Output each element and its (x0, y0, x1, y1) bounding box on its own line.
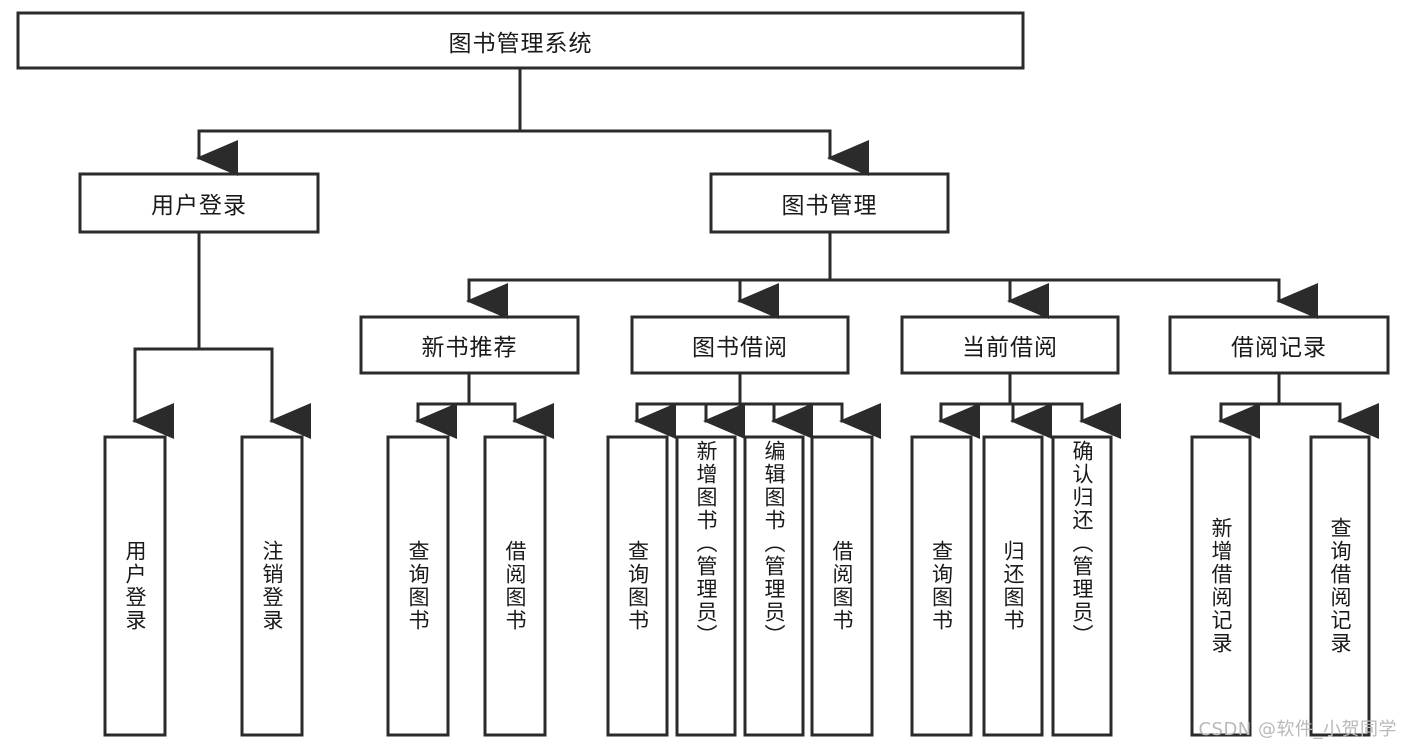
leaf-box-confirm-return-admin[interactable] (1051, 435, 1113, 737)
node-borrow-record[interactable] (1168, 315, 1390, 375)
leaf-box-edit-book-admin[interactable] (743, 435, 805, 737)
leaf-box-logout[interactable] (240, 435, 304, 737)
node-book-borrow-box[interactable] (630, 315, 850, 375)
leaf-box-add-book-admin[interactable] (675, 435, 737, 737)
node-book-borrow[interactable] (630, 315, 850, 375)
node-new-book-recommend-box[interactable] (359, 315, 580, 375)
leaf-box-user-login[interactable] (103, 435, 167, 737)
connector-root-to-level2 (196, 66, 869, 176)
leaf-box-borrow-book[interactable] (810, 435, 874, 737)
connector-current-to-leaves (938, 371, 1121, 439)
node-borrow-record-box[interactable] (1168, 315, 1390, 375)
leaf-box-query-book-recommend[interactable] (386, 435, 450, 737)
connector-userlogin-to-leaves (132, 230, 311, 439)
node-user-login-box[interactable] (78, 172, 320, 234)
node-book-management-box[interactable] (709, 172, 950, 234)
node-root-box[interactable] (16, 11, 1025, 70)
node-current-borrow-box[interactable] (900, 315, 1120, 375)
connector-borrow-to-leaves (634, 371, 881, 439)
leaf-box-query-book-borrow[interactable] (606, 435, 669, 737)
leaf-box-query-borrow-record[interactable] (1309, 435, 1371, 737)
connector-recommend-to-leaves (415, 371, 554, 439)
node-new-book-recommend[interactable] (359, 315, 580, 375)
leaf-box-add-borrow-record[interactable] (1190, 435, 1252, 737)
leaf-box-query-book-current[interactable] (910, 435, 973, 737)
node-book-management[interactable] (709, 172, 950, 234)
connector-bookmgmt-to-level3 (466, 230, 1318, 319)
node-root[interactable] (16, 11, 1025, 70)
leaf-box-return-book[interactable] (982, 435, 1044, 737)
connector-record-to-leaves (1218, 371, 1379, 439)
node-user-login[interactable] (78, 172, 320, 234)
leaf-box-borrow-book-recommend[interactable] (483, 435, 547, 737)
node-current-borrow[interactable] (900, 315, 1120, 375)
